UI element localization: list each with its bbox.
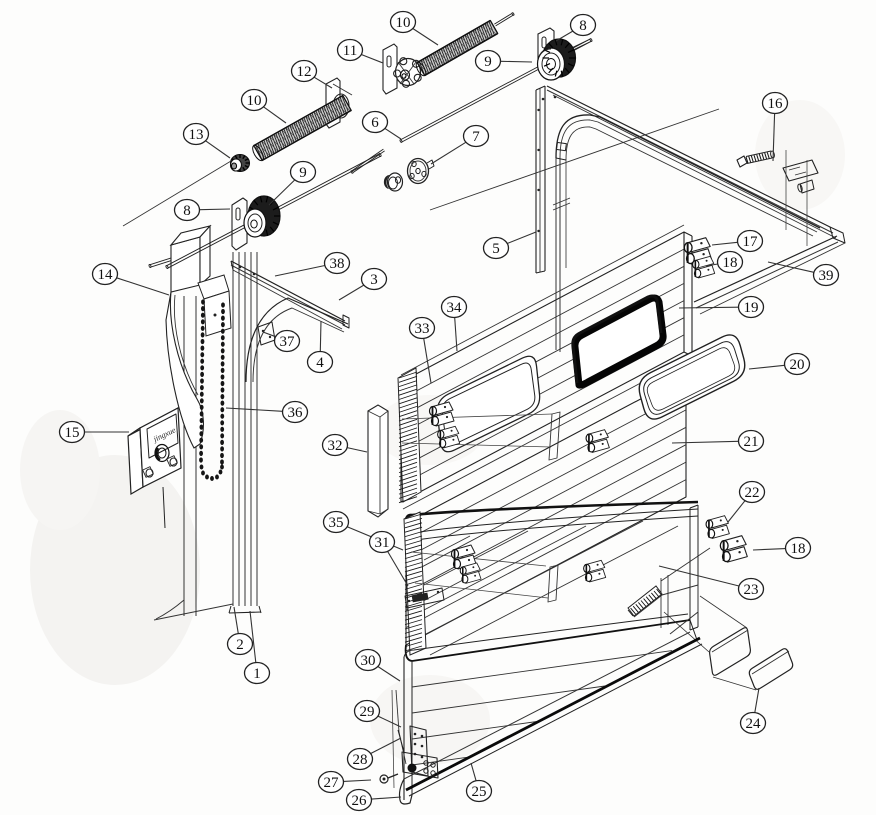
svg-text:36: 36	[288, 405, 304, 421]
svg-text:20: 20	[790, 357, 805, 373]
svg-text:2: 2	[236, 637, 244, 653]
svg-text:22: 22	[745, 485, 760, 501]
svg-text:33: 33	[415, 321, 430, 337]
svg-text:23: 23	[744, 582, 759, 598]
svg-text:10: 10	[247, 93, 262, 109]
svg-text:8: 8	[579, 18, 587, 34]
svg-text:39: 39	[819, 268, 834, 284]
svg-text:18: 18	[791, 541, 806, 557]
svg-text:11: 11	[343, 43, 357, 59]
svg-text:5: 5	[492, 241, 500, 257]
svg-text:37: 37	[280, 334, 296, 350]
svg-text:18: 18	[723, 255, 738, 271]
svg-text:17: 17	[743, 234, 759, 250]
svg-text:27: 27	[324, 775, 340, 791]
svg-text:9: 9	[299, 165, 307, 181]
svg-text:4: 4	[316, 355, 324, 371]
svg-text:3: 3	[370, 272, 378, 288]
svg-text:10: 10	[396, 15, 411, 31]
svg-text:26: 26	[352, 793, 368, 809]
svg-text:7: 7	[472, 129, 480, 145]
svg-text:1: 1	[253, 666, 261, 682]
svg-text:8: 8	[183, 203, 191, 219]
svg-text:31: 31	[375, 535, 390, 551]
svg-text:30: 30	[361, 653, 376, 669]
svg-text:35: 35	[329, 515, 344, 531]
svg-text:25: 25	[472, 784, 487, 800]
svg-text:12: 12	[297, 64, 312, 80]
svg-text:14: 14	[98, 267, 114, 283]
svg-text:38: 38	[330, 256, 345, 272]
svg-text:32: 32	[328, 438, 343, 454]
svg-text:9: 9	[484, 54, 492, 70]
svg-text:15: 15	[65, 425, 80, 441]
svg-text:6: 6	[371, 115, 379, 131]
svg-text:16: 16	[768, 96, 784, 112]
svg-text:13: 13	[189, 127, 204, 143]
svg-text:24: 24	[746, 716, 762, 732]
svg-text:29: 29	[360, 704, 375, 720]
svg-text:21: 21	[744, 434, 759, 450]
svg-text:28: 28	[353, 752, 368, 768]
svg-text:19: 19	[744, 300, 759, 316]
svg-text:34: 34	[447, 300, 463, 316]
